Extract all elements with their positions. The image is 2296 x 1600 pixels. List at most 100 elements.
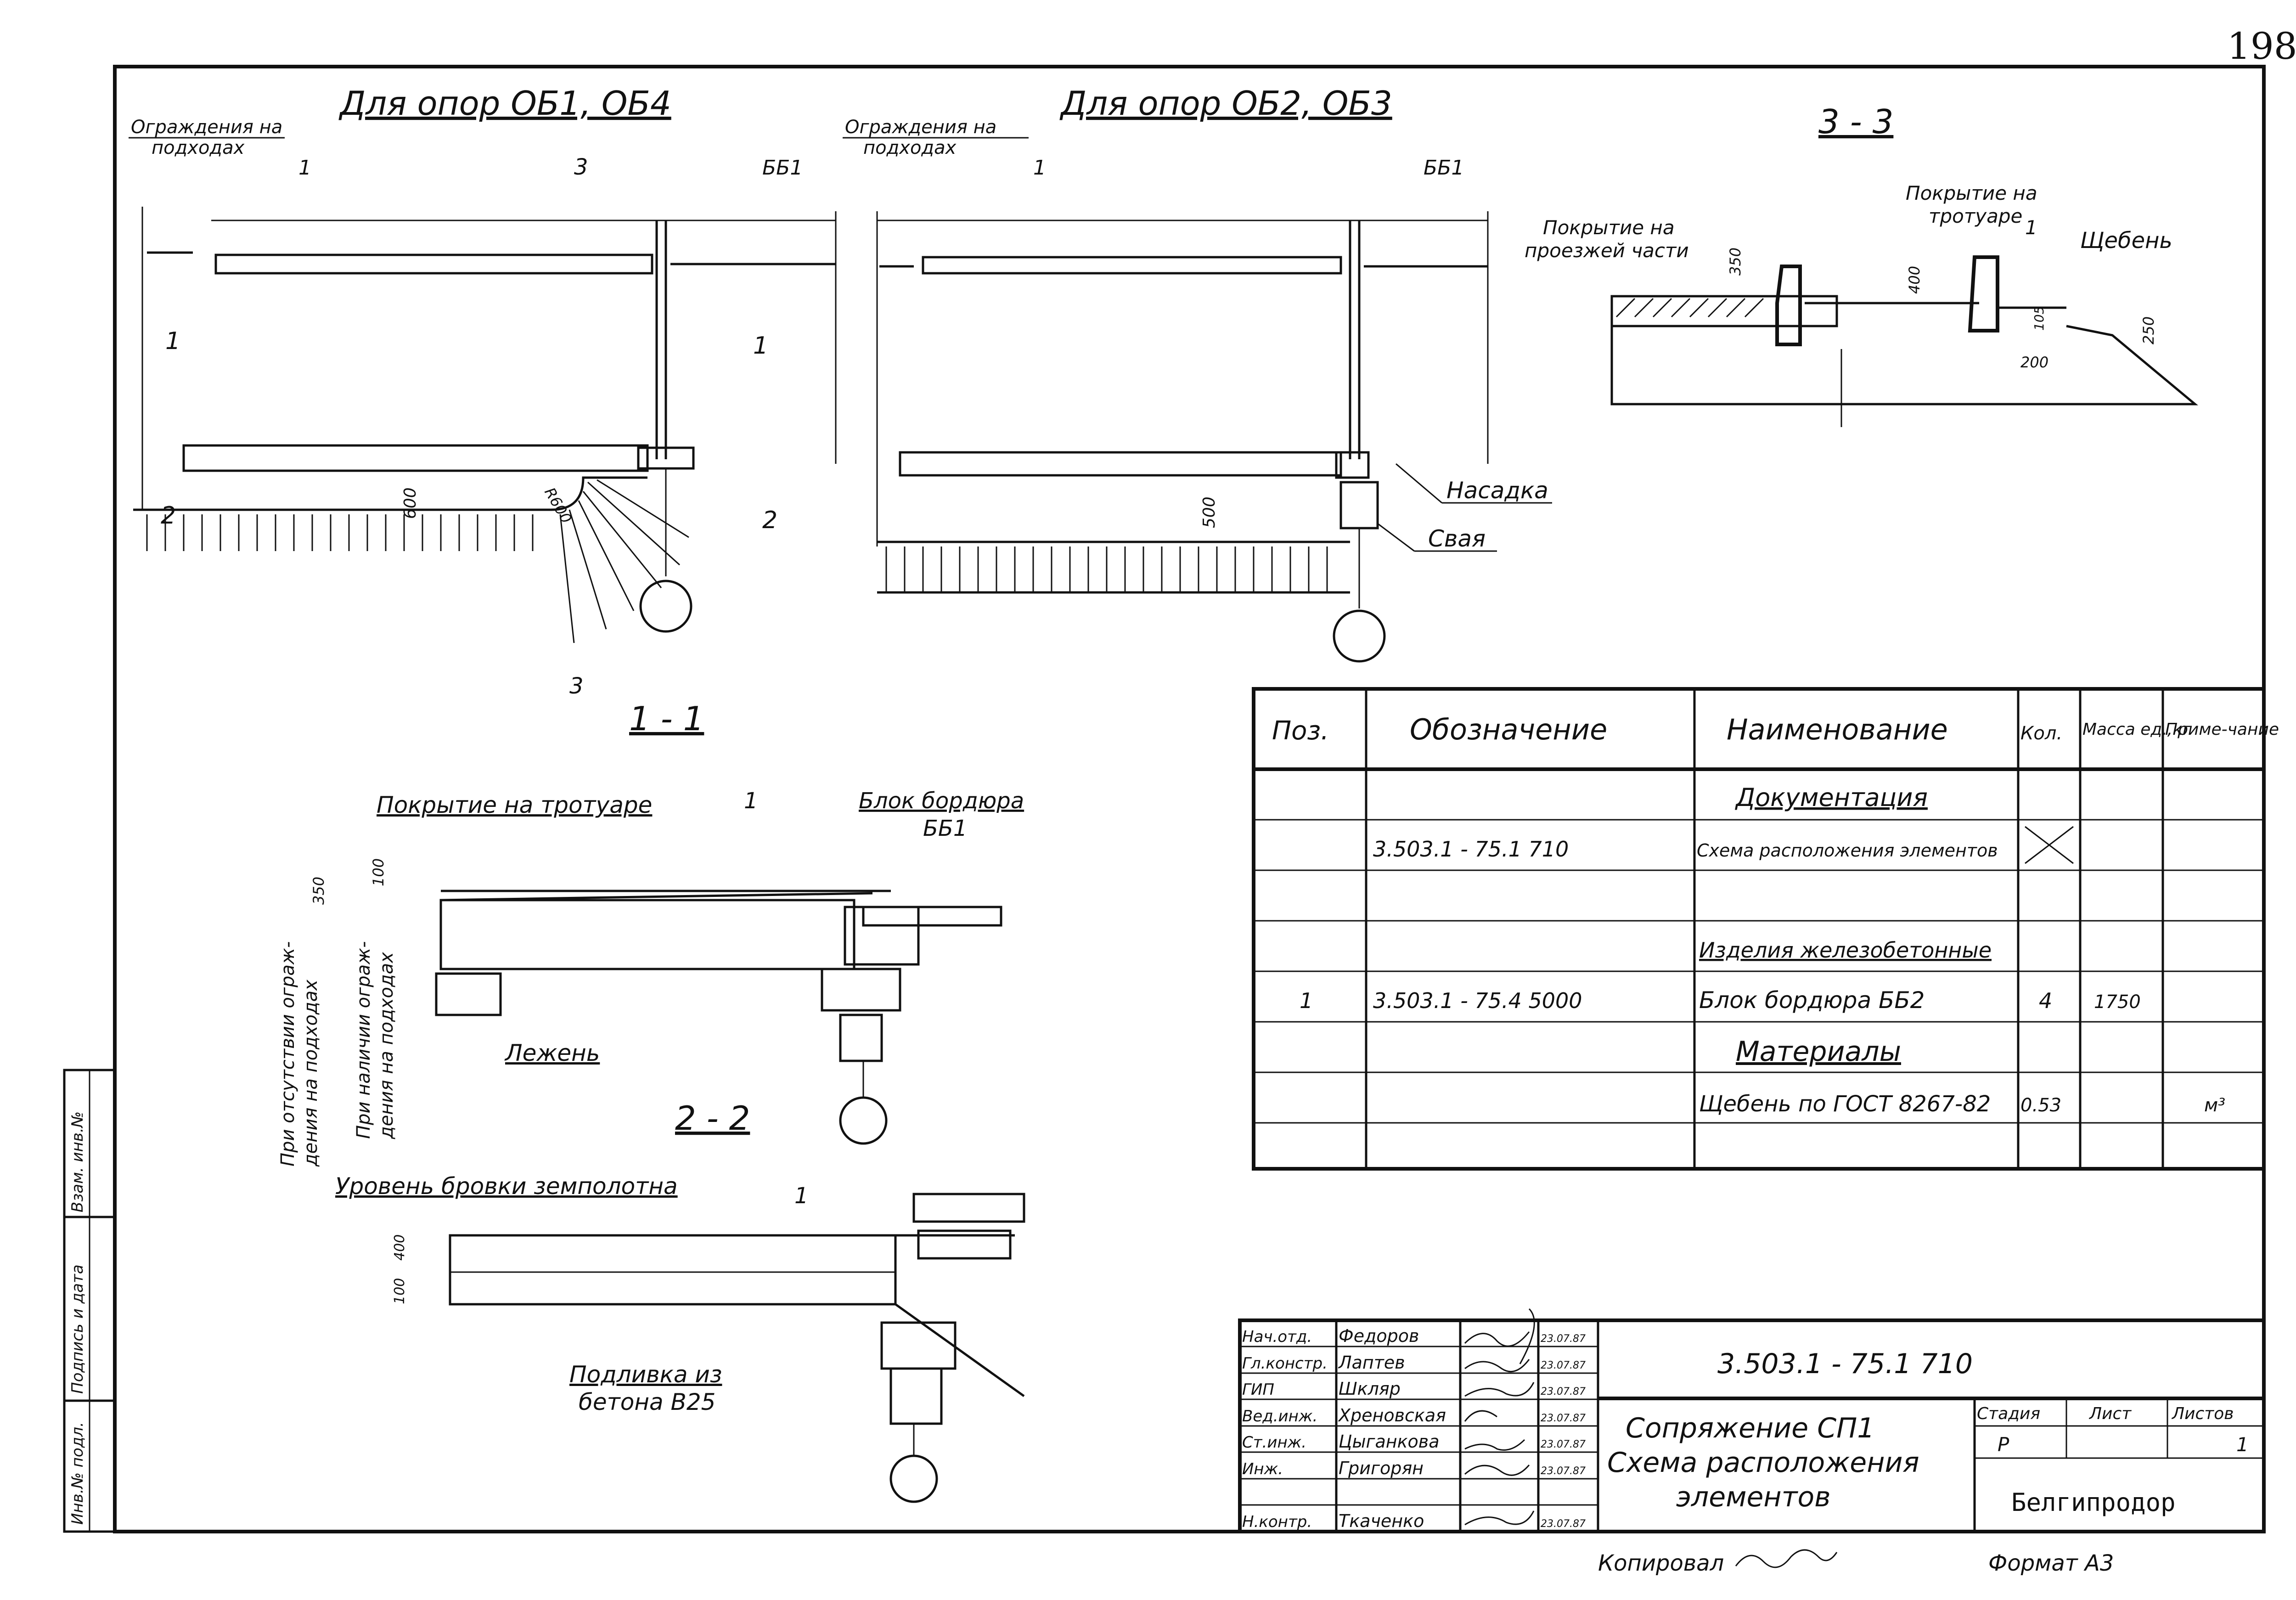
section-11-block-label-1: Блок бордюра <box>859 788 1024 814</box>
spec-header-pos: Поз. <box>1272 716 1329 746</box>
date-1: 23.07.87 <box>1541 1333 1586 1345</box>
title-org: Белгипродор <box>2011 1488 2176 1517</box>
section-33-sidewalk-label-1: Покрытие на <box>1906 182 2037 204</box>
section-22-dim-100: 100 <box>392 1278 408 1304</box>
spec-row-5-designation: 3.503.1 - 75.4 5000 <box>1373 988 1582 1013</box>
title-line-2: Схема расположения <box>1607 1447 1919 1479</box>
spec-row-8-qty: 0.53 <box>2020 1095 2061 1116</box>
name-5: Цыганкова <box>1339 1431 1439 1452</box>
plan-right-fence-label-2: подходах <box>863 137 957 158</box>
plan-right-axis-marker <box>1333 609 1386 663</box>
title-sheets: 1 <box>2236 1433 2249 1456</box>
section-33-dim-105: 105 <box>2032 306 2047 331</box>
section-11-item-label: 1 <box>744 788 758 814</box>
section-11-note-1a: При отсутствии ограж- <box>277 941 298 1166</box>
section-33-dim-350: 350 <box>1727 248 1744 276</box>
plan-left-block-label: ББ1 <box>762 156 803 180</box>
plan-left-title: Для опор ОБ1, ОБ4 <box>338 84 671 123</box>
spec-row-5-mass: 1750 <box>2094 992 2141 1013</box>
role-4: Вед.инж. <box>1242 1407 1317 1425</box>
plan-right-cap-label: Насадка <box>1446 477 1548 504</box>
plan-left-dim: 600 <box>401 487 420 519</box>
spec-row-8-note: м³ <box>2204 1095 2225 1116</box>
role-5: Ст.инж. <box>1242 1433 1306 1452</box>
plan-right-pile-label: Свая <box>1428 525 1486 552</box>
section-33-title: 3 - 3 <box>1818 102 1893 141</box>
title-stage-header: Стадия <box>1977 1404 2040 1423</box>
section-11-dim-350: 350 <box>310 877 327 905</box>
spec-row-7-name: Материалы <box>1736 1036 1901 1068</box>
plan-left-axis-marker <box>639 580 692 633</box>
plan-left-section-3-bottom: 3 <box>569 673 584 699</box>
spec-row-5-pos: 1 <box>1300 988 1313 1013</box>
spec-header-qty: Кол. <box>2020 723 2062 744</box>
section-33-road-label-2: проезжей части <box>1525 239 1689 262</box>
section-22-fill-label-1: Подливка из <box>569 1361 722 1388</box>
spec-header-designation: Обозначение <box>1410 713 1607 746</box>
plan-left-section-3-top: 3 <box>574 154 588 180</box>
role-3: ГИП <box>1242 1380 1274 1399</box>
spec-table: Поз. Обозначение Наименование Кол. Масса… <box>1252 687 2279 1171</box>
stamp-signature: Подпись и дата <box>68 1264 87 1394</box>
plan-right-hatch <box>885 546 1328 592</box>
section-11-axis-marker <box>839 1096 888 1145</box>
stamp-replace: Взам. инв.№ <box>68 1111 87 1212</box>
spec-row-5-qty: 4 <box>2039 988 2052 1013</box>
plan-left-item-label: 1 <box>298 156 311 180</box>
section-33-dim-200: 200 <box>2020 354 2048 371</box>
plan-right: Для опор ОБ2, ОБ3 Ограждения на подходах… <box>843 84 1552 663</box>
title-line-3: элементов <box>1676 1481 1831 1513</box>
section-33-road-label-1: Покрытие на <box>1543 216 1675 239</box>
role-2: Гл.констр. <box>1242 1354 1328 1373</box>
section-33-gravel-label: Щебень <box>2080 228 2172 254</box>
title-code: 3.503.1 - 75.1 710 <box>1717 1348 1973 1380</box>
plan-left-section-1: 1 <box>165 327 180 355</box>
title-sheet-header: Лист <box>2088 1404 2132 1423</box>
stamp-inv: Инв.№ подл. <box>68 1422 87 1525</box>
spec-header-name: Наименование <box>1727 713 1948 746</box>
plan-right-fence-label-1: Ограждения на <box>845 117 996 138</box>
spec-row-8-name: Щебень по ГОСТ 8267-82 <box>1699 1091 1991 1117</box>
title-block: 3.503.1 - 75.1 710 Сопряжение СП1 Схема … <box>1238 1308 2266 1533</box>
section-22-level-label: Уровень бровки земполотна <box>335 1173 678 1200</box>
role-8: Н.контр. <box>1242 1513 1312 1531</box>
plan-left-hatch <box>146 479 689 643</box>
copied-by: Копировал <box>1598 1550 1724 1576</box>
section-22-title: 2 - 2 <box>675 1099 750 1138</box>
plan-right-item-label: 1 <box>1033 156 1046 180</box>
section-33-dim-400: 400 <box>1906 266 1923 294</box>
section-11-block-label-2: ББ1 <box>923 816 967 841</box>
section-22-axis-marker <box>889 1454 938 1503</box>
section-1-1: 1 - 1 Покрытие на тротуаре 1 Блок бордюр… <box>277 699 1024 1167</box>
date-6: 23.07.87 <box>1541 1465 1586 1477</box>
name-2: Лаптев <box>1338 1352 1405 1373</box>
spec-row-2-designation: 3.503.1 - 75.1 710 <box>1373 837 1569 862</box>
name-6: Григорян <box>1339 1458 1424 1478</box>
section-33-sidewalk-label-2: тротуаре <box>1929 205 2022 227</box>
spec-header-mass: Масса ед.,кг <box>2082 720 2192 739</box>
section-11-sidewalk-label: Покрытие на тротуаре <box>377 792 652 818</box>
plan-left-section-2b: 2 <box>762 507 777 534</box>
page-number: 198 <box>2227 25 2296 68</box>
name-1: Федоров <box>1339 1326 1419 1346</box>
plan-left: Для опор ОБ1, ОБ4 Ограждения на подходах… <box>129 84 837 699</box>
spec-row-5-name: Блок бордюра ББ2 <box>1699 987 1925 1014</box>
format-label: Формат А3 <box>1988 1550 2114 1576</box>
name-8: Ткаченко <box>1339 1511 1424 1531</box>
side-stamp: Инв.№ подл. Подпись и дата Взам. инв.№ <box>63 1069 116 1533</box>
title-stage: Р <box>1998 1433 2009 1456</box>
section-11-note-2b: дения на подходах <box>376 952 397 1139</box>
plan-left-fence-label-2: подходах <box>152 137 245 158</box>
spec-header-note: Приме-чание <box>2165 720 2279 739</box>
date-2: 23.07.87 <box>1541 1360 1586 1371</box>
plan-left-section-1b: 1 <box>753 332 768 360</box>
section-22-item-label: 1 <box>794 1183 809 1209</box>
title-sheets-header: Листов <box>2171 1404 2234 1423</box>
signature-scribbles <box>1464 1308 1535 1526</box>
name-4: Хреновская <box>1338 1405 1446 1425</box>
role-6: Инж. <box>1242 1460 1283 1478</box>
section-22-dim-400: 400 <box>392 1234 408 1261</box>
spec-row-4-name: Изделия железобетонные <box>1699 938 1992 963</box>
date-8: 23.07.87 <box>1541 1518 1586 1530</box>
